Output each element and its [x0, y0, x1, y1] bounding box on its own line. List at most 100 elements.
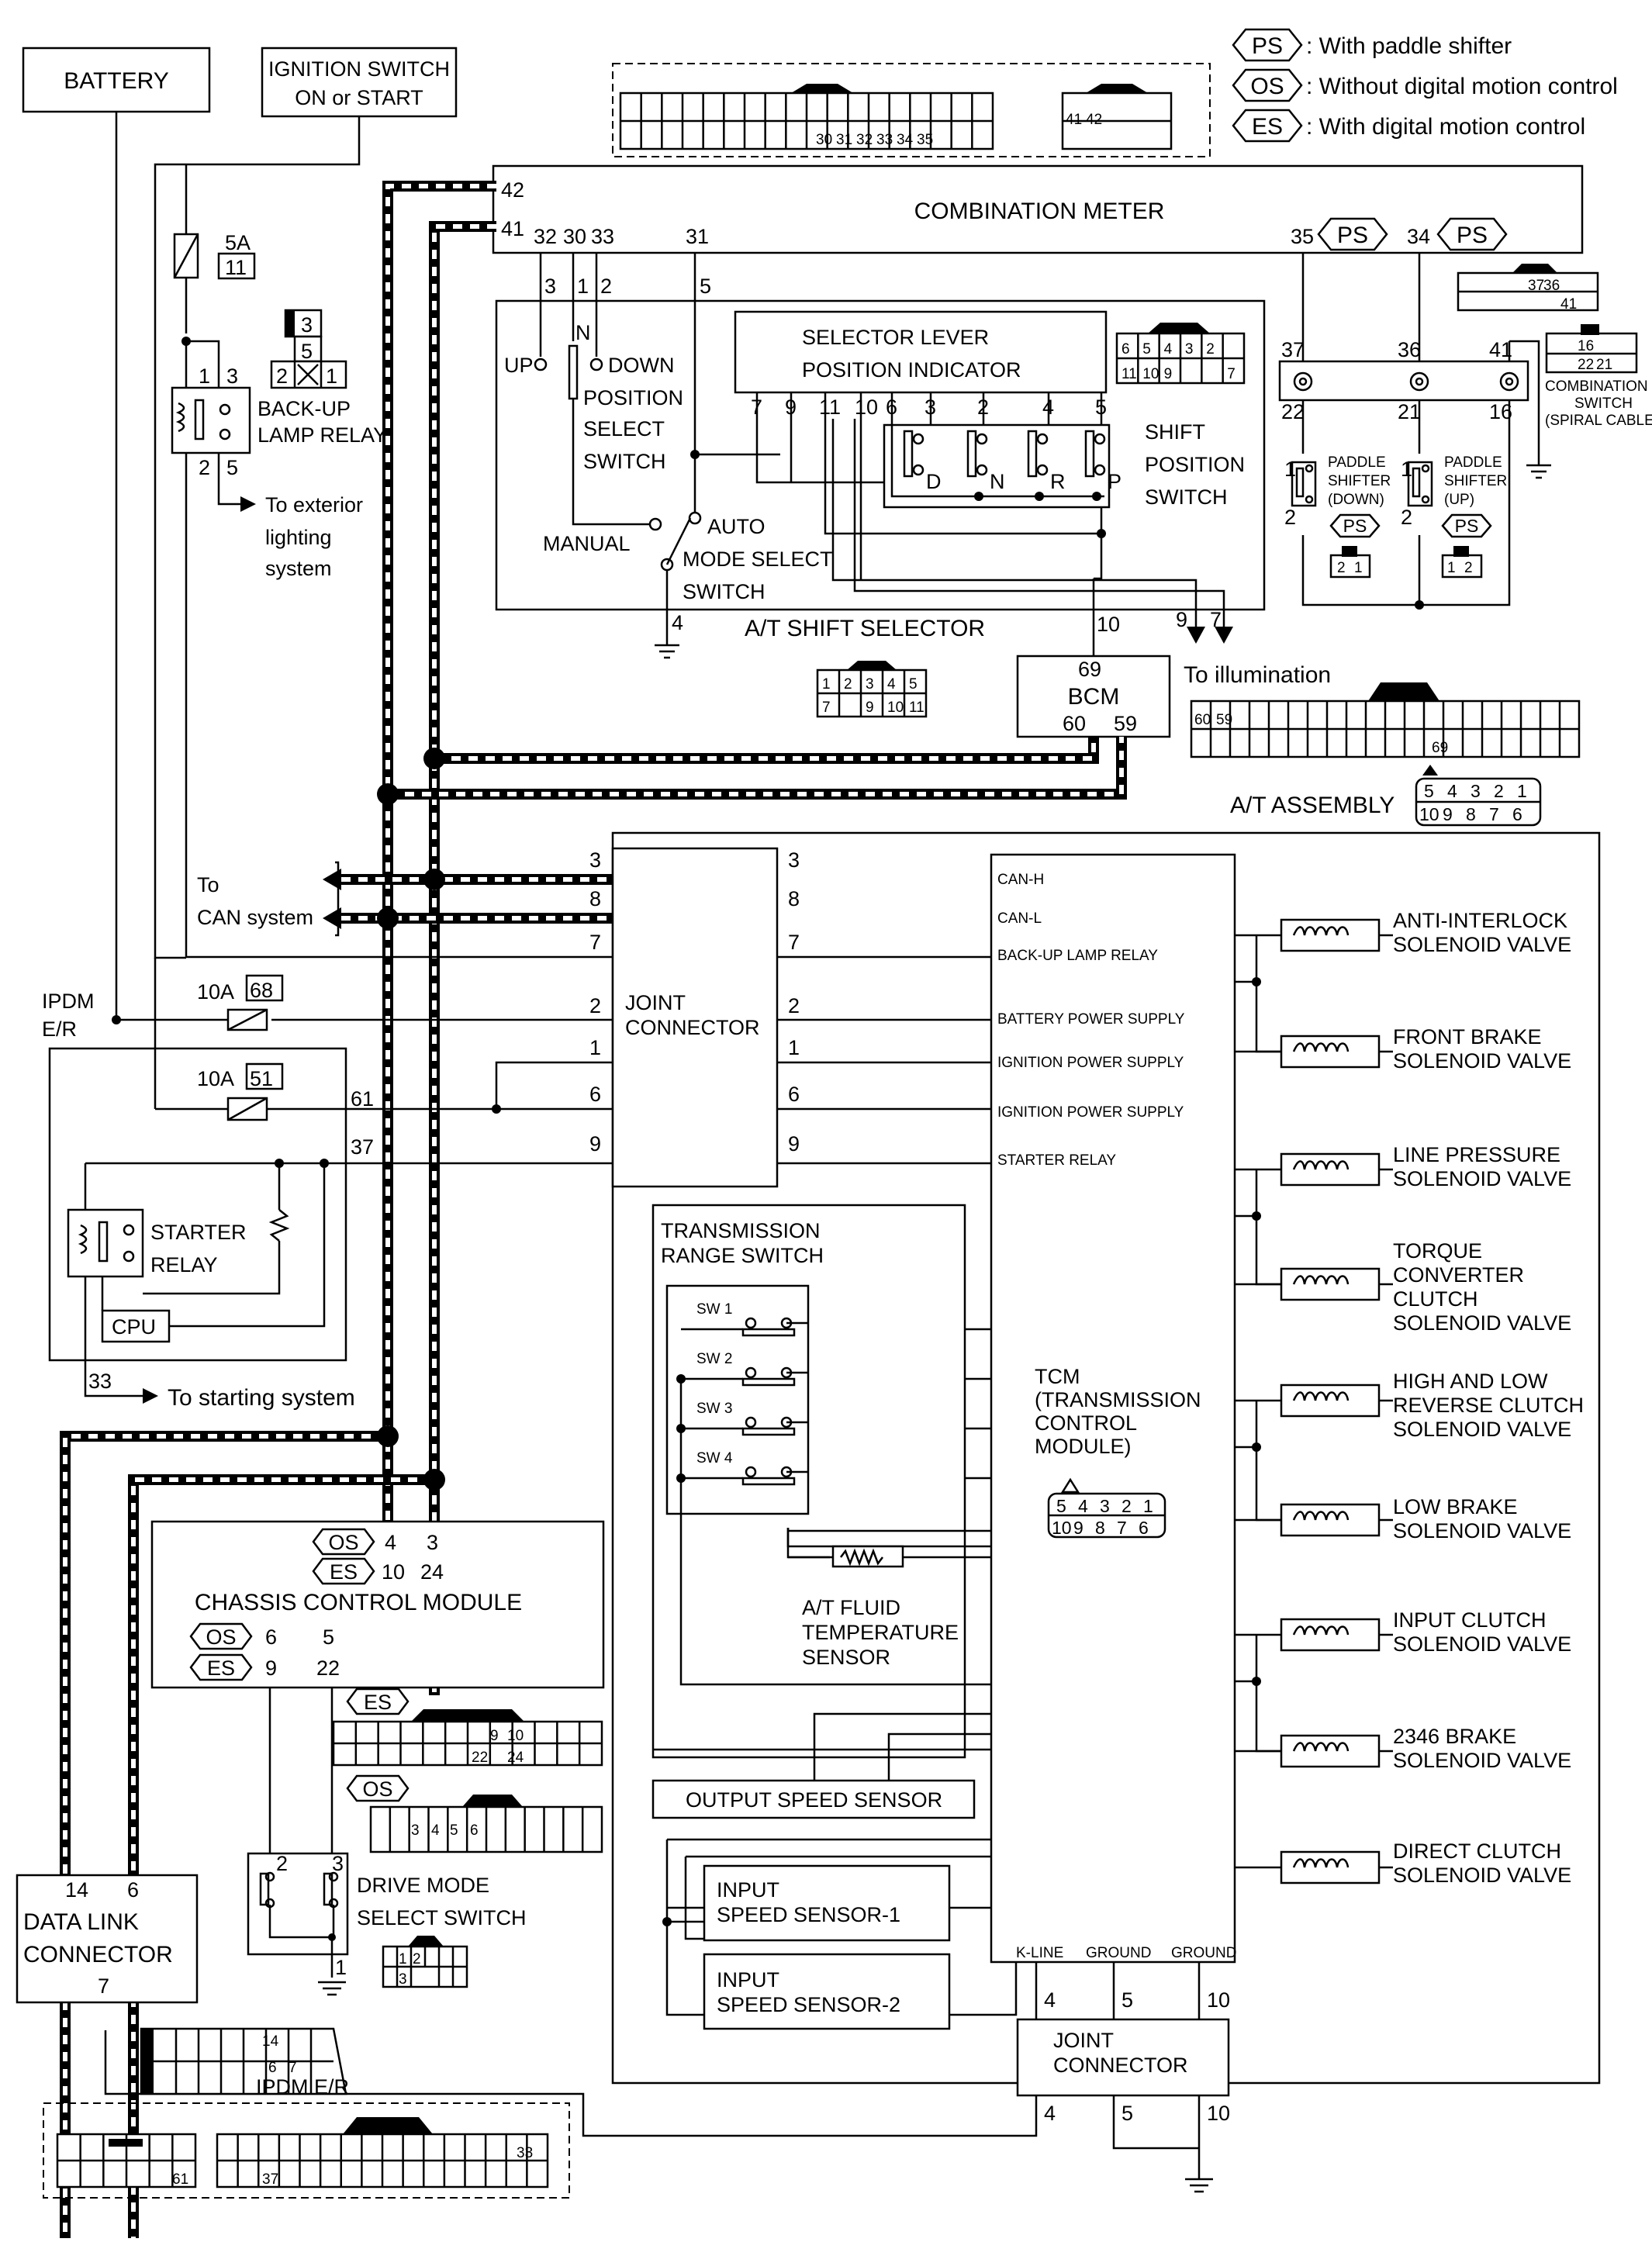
tcm-conn-top: 5 — [1056, 1496, 1066, 1516]
sel-conn2-bot-pin: 9 — [866, 700, 874, 716]
at-asm-pin-bot: 6 — [1512, 804, 1522, 824]
backup-lamp-relay: 1 3 2 5 BACK-UP LAMP RELAY To exterior l… — [171, 337, 387, 957]
sel-pin-10: 10 — [1097, 613, 1120, 636]
pos-select-label-2: SELECT — [583, 417, 665, 440]
meter-pin-42: 42 — [501, 178, 524, 202]
solenoid-label: TORQUE — [1393, 1239, 1482, 1263]
ccm-os-pin-5: 5 — [323, 1625, 334, 1649]
meter-conn-42: 42 — [1086, 112, 1102, 128]
tcm-label-1: TCM — [1035, 1365, 1080, 1388]
legend-os-code: OS — [1250, 74, 1284, 99]
ccm-es-pin-22: 22 — [316, 1656, 340, 1680]
ignition-label-2: ON or START — [295, 86, 423, 109]
relay-pin-2: 2 — [199, 456, 210, 479]
ground-icon — [655, 644, 679, 659]
cs-conn-16: 16 — [1578, 338, 1594, 354]
sel-conn2-top-pin: 2 — [844, 676, 852, 693]
os-conn-6: 6 — [470, 1822, 479, 1839]
gear-label-R: R — [1050, 470, 1066, 493]
bcm-conn-60: 60 — [1194, 712, 1211, 728]
ground-icon — [1185, 2178, 1213, 2193]
to-exterior-1: To exterior — [265, 493, 363, 516]
ccm-es-pin-24: 24 — [420, 1560, 444, 1584]
meter-pin-31: 31 — [686, 225, 709, 248]
to-exterior-2: lighting — [265, 526, 332, 549]
ccm-os-connector: OS 3 4 5 6 — [346, 1774, 603, 1853]
tcm-conn-top: 4 — [1078, 1496, 1088, 1516]
tcm-pin-label: IGNITION POWER SUPPLY — [997, 1104, 1184, 1121]
ccm-os-pin-3: 3 — [427, 1531, 438, 1554]
fuse-10a-68: 10A 68 — [197, 974, 284, 1031]
fluid-temp-label-1: A/T FLUID — [802, 1596, 900, 1619]
sw-blade — [741, 1427, 796, 1436]
backup-relay-label-1: BACK-UP — [257, 397, 351, 420]
ipdm-pin-37: 37 — [351, 1135, 374, 1159]
meter-pin-30: 30 — [563, 225, 586, 248]
input-speed1-label-1: INPUT — [717, 1878, 779, 1902]
sp-term — [1036, 433, 1049, 445]
jc-left-pin: 7 — [589, 931, 601, 954]
dlc-pin-7: 7 — [98, 1974, 109, 1998]
pu-pin-2: 2 — [1401, 506, 1412, 529]
meter-pin-33: 33 — [591, 225, 614, 248]
input-speed-sensor-2: INPUT SPEED SENSOR-2 — [703, 1953, 951, 2030]
transmission-range-switch: TRANSMISSION RANGE SWITCH SW 1SW 2SW 3SW… — [651, 1204, 991, 1759]
paddle-shifter-up: 1 2 PADDLE SHIFTER (UP) PS 1 2 — [1401, 454, 1507, 579]
drive-mode-label-2: SELECT SWITCH — [357, 1906, 527, 1929]
bcm-pin-69: 69 — [1078, 658, 1101, 681]
ipdm-er: IPDM E/R 10A 51 61 37 STARTER RELAY CPU — [42, 958, 613, 1411]
tcm-conn-bot: 10 — [1052, 1518, 1072, 1538]
chassis-control-label: CHASSIS CONTROL MODULE — [195, 1590, 522, 1615]
to-starting-label: To starting system — [168, 1385, 355, 1411]
meter-connector-diagram: 30 31 32 33 34 35 41 42 — [612, 63, 1211, 157]
tcm-pin-label: IGNITION POWER SUPPLY — [997, 1055, 1184, 1071]
ignition-label-1: IGNITION SWITCH — [268, 57, 450, 81]
cs-pin-22: 22 — [1281, 400, 1305, 423]
solenoid-label: LINE PRESSURE — [1393, 1143, 1560, 1166]
at-asm-pin-bot: 9 — [1443, 804, 1453, 824]
es-conn-22: 22 — [472, 1750, 488, 1766]
output-speed-label: OUTPUT SPEED SENSOR — [686, 1788, 942, 1812]
fuse-51-label: 10A — [197, 1067, 234, 1090]
bcm-conn-69: 69 — [1432, 740, 1448, 756]
solenoid-label: SOLENOID VALVE — [1393, 1311, 1571, 1335]
paddle-up-label-1: PADDLE — [1444, 454, 1502, 471]
gear-label-P: P — [1108, 470, 1121, 493]
at-shift-selector: A/T SHIFT SELECTOR 3 1 2 5 UP N DOWN POS… — [495, 253, 1266, 659]
tcm-pin-label: BACK-UP LAMP RELAY — [997, 948, 1158, 964]
sw-term — [745, 1416, 757, 1428]
meter-conn-34: 34 — [897, 132, 914, 148]
jc2-label-2: CONNECTOR — [1053, 2054, 1188, 2077]
meter-conn-33: 33 — [876, 132, 893, 148]
sp-junction — [974, 492, 983, 501]
meter-conn-31: 31 — [836, 132, 852, 148]
meter-pin-41: 41 — [501, 217, 524, 240]
sel-conn-top-pin: 2 — [1206, 341, 1215, 358]
pad-conn-1: 1 — [1354, 560, 1363, 576]
solenoid-pair-wire — [1255, 1635, 1281, 1753]
sp-term — [1094, 433, 1106, 445]
ipdm-conn-61: 61 — [172, 2171, 188, 2188]
starter-relay-label-2: RELAY — [150, 1253, 218, 1276]
sel-conn-top-pin: 5 — [1142, 341, 1151, 358]
ccm-os-pin-4: 4 — [385, 1531, 396, 1554]
solenoid-label: SOLENOID VALVE — [1393, 933, 1571, 956]
sp-term — [912, 464, 924, 476]
cs-conn-37: 37 — [1528, 278, 1544, 294]
sp-term — [976, 464, 988, 476]
sel-conn2-top-pin: 1 — [822, 676, 831, 693]
cpu-label: CPU — [112, 1315, 156, 1339]
sp-w10 — [1094, 534, 1103, 580]
trs-label-2: RANGE SWITCH — [661, 1244, 824, 1267]
sel-conn2-top-pin: 5 — [909, 676, 918, 693]
sw-term — [745, 1466, 757, 1478]
solenoid-coil-box — [1280, 1035, 1381, 1069]
up-label: UP — [504, 354, 534, 377]
meter-conn-35: 35 — [917, 132, 933, 148]
relay-conn-1: 1 — [326, 364, 337, 388]
fuse-5a: 5A 11 — [173, 231, 256, 280]
ipdm-bottom-label: IPDM E/R — [256, 2075, 349, 2099]
to-illumination: 9 7 To illumination — [831, 419, 1331, 688]
drive-mode-label-1: DRIVE MODE — [357, 1874, 489, 1897]
sp-contact — [1084, 430, 1095, 478]
